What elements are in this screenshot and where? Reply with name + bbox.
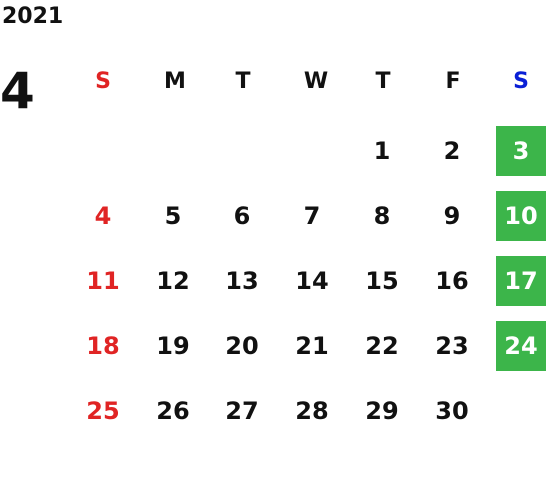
- day-cell[interactable]: 16: [435, 267, 469, 295]
- day-cell[interactable]: 7: [303, 202, 321, 230]
- day-cell[interactable]: 19: [156, 332, 190, 360]
- day-cell[interactable]: 28: [295, 397, 329, 425]
- day-cell[interactable]: 8: [373, 202, 391, 230]
- day-cell[interactable]: 2: [443, 137, 461, 165]
- day-cell[interactable]: 14: [295, 267, 329, 295]
- weekday-tuesday: T: [235, 69, 251, 94]
- day-cell[interactable]: 22: [365, 332, 399, 360]
- day-cell[interactable]: 30: [435, 397, 469, 425]
- calendar-year: 2021: [2, 4, 64, 29]
- calendar-month: 4: [0, 62, 35, 120]
- day-cell[interactable]: 29: [365, 397, 399, 425]
- day-cell-saturday[interactable]: 3: [496, 126, 546, 176]
- day-cell[interactable]: 1: [373, 137, 391, 165]
- day-cell[interactable]: 15: [365, 267, 399, 295]
- day-cell-sunday[interactable]: 4: [94, 202, 112, 230]
- weekday-wednesday: W: [303, 69, 329, 94]
- weekday-thursday: T: [375, 69, 391, 94]
- day-cell[interactable]: 6: [233, 202, 251, 230]
- day-cell[interactable]: 20: [225, 332, 259, 360]
- day-cell-saturday[interactable]: 17: [496, 256, 546, 306]
- weekday-header-row: S M T W T F S: [0, 64, 548, 100]
- day-cell[interactable]: 27: [225, 397, 259, 425]
- day-cell[interactable]: 5: [164, 202, 182, 230]
- day-cell[interactable]: 26: [156, 397, 190, 425]
- day-cell-saturday[interactable]: 10: [496, 191, 546, 241]
- day-cell-sunday[interactable]: 25: [86, 397, 120, 425]
- weekday-friday: F: [445, 69, 461, 94]
- day-cell-saturday[interactable]: 24: [496, 321, 546, 371]
- day-cell[interactable]: 21: [295, 332, 329, 360]
- day-cell-sunday[interactable]: 18: [86, 332, 120, 360]
- weekday-monday: M: [164, 69, 186, 94]
- day-cell[interactable]: 9: [443, 202, 461, 230]
- day-cell[interactable]: 12: [156, 267, 190, 295]
- day-cell-sunday[interactable]: 11: [86, 267, 120, 295]
- day-cell[interactable]: 13: [225, 267, 259, 295]
- weekday-sunday: S: [95, 69, 111, 94]
- weekday-saturday: S: [513, 69, 529, 94]
- day-cell[interactable]: 23: [435, 332, 469, 360]
